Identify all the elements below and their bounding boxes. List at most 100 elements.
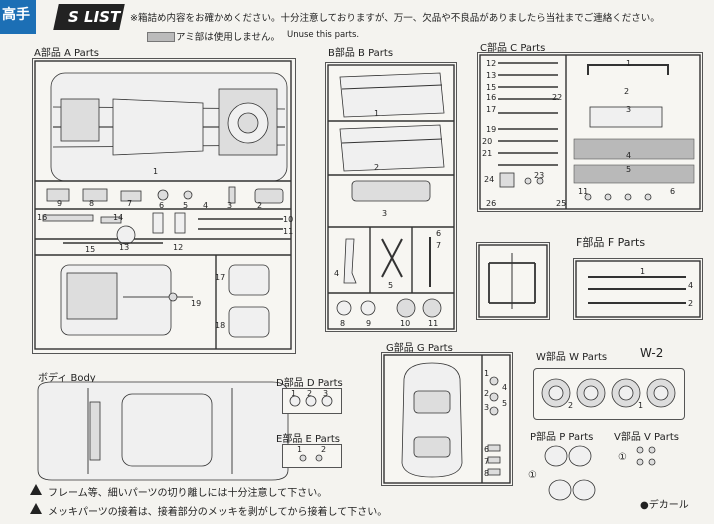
a-num-15: 15 [85, 245, 96, 254]
d-parts-drawing [289, 395, 333, 407]
a-num-5: 5 [183, 201, 189, 210]
a-num-4: 4 [203, 201, 209, 210]
b-num-6: 6 [436, 229, 442, 238]
g-num-1: 1 [484, 369, 490, 378]
c-num-19: 19 [486, 125, 497, 134]
c-num-11: 11 [578, 187, 589, 196]
v-parts-title: V部品 V Parts [614, 432, 679, 443]
notice-line-2-en: Unuse this parts. [287, 30, 360, 40]
c-parts-drawing [479, 54, 701, 210]
warning-line-2: メッキパーツの接着は、接着部分のメッキを剥がしてから接着して下さい。 [48, 507, 388, 518]
b-num-9: 9 [366, 319, 372, 328]
b-num-3: 3 [382, 209, 388, 218]
g-num-8: 8 [484, 469, 490, 478]
p-parts-title: P部品 P Parts [530, 432, 594, 443]
c-num-3: 3 [626, 105, 632, 114]
b-num-10: 10 [400, 319, 411, 328]
a-num-8: 8 [89, 199, 95, 208]
c-num-1: 1 [626, 59, 632, 68]
a-num-10: 10 [283, 215, 294, 224]
e-parts-title: E部品 E Parts [276, 434, 340, 445]
d-parts-title: D部品 D Parts [276, 378, 343, 389]
a-num-14: 14 [113, 213, 124, 222]
v-parts-drawing [632, 444, 668, 468]
a-num-18: 18 [215, 321, 226, 330]
g-num-3: 3 [484, 403, 490, 412]
body-drawing [32, 380, 294, 482]
b-num-1: 1 [374, 109, 380, 118]
c-num-20: 20 [482, 137, 493, 146]
f-num-1: 1 [640, 267, 646, 276]
c-num-26: 26 [486, 199, 497, 208]
a-parts-title: A部品 A Parts [34, 48, 99, 59]
c-num-21: 21 [482, 149, 493, 158]
g-parts-title: G部品 G Parts [386, 343, 453, 354]
a-num-13: 13 [119, 243, 130, 252]
b-parts-title: B部品 B Parts [328, 48, 394, 59]
decal-label: ●デカール [640, 500, 689, 511]
b-num-8: 8 [340, 319, 346, 328]
b-parts-drawing [327, 64, 455, 330]
g-parts-sprue: 1 2 3 4 5 6 7 8 [381, 352, 513, 486]
v-num-1: ① [618, 452, 627, 463]
c-num-13: 13 [486, 71, 497, 80]
d-num-1: 1 [291, 389, 297, 398]
warning-icon [30, 484, 42, 495]
a-num-17: 17 [215, 273, 226, 282]
a-parts-sprue: 1 9 8 7 6 5 4 3 2 16 14 10 11 13 15 12 1… [32, 58, 296, 354]
e-num-2: 2 [321, 445, 327, 454]
unused-swatch [147, 32, 175, 42]
g-small-sprue [476, 242, 550, 320]
notice-line-2-jp: アミ部は使用しません。 [176, 32, 281, 43]
b-num-4: 4 [334, 269, 340, 278]
c-parts-sprue: 12 13 15 1 6 22 17 19 20 21 24 23 26 25 1… [477, 52, 703, 212]
notice-line-1: ※箱詰め内容をお確かめください。十分注意しておりますが、万一、欠品や不良品があり… [130, 13, 660, 24]
f-parts-title: F部品 F Parts [576, 236, 646, 249]
e-num-1: 1 [297, 445, 303, 454]
warning-line-1: フレーム等、細いパーツの切り離しには十分注意して下さい。 [48, 488, 328, 499]
g-parts-drawing [383, 354, 511, 484]
c-num-17: 17 [486, 105, 497, 114]
w-num-2: 2 [568, 401, 574, 410]
c-num-15: 15 [486, 83, 497, 92]
a-num-19: 19 [191, 299, 202, 308]
a-num-12: 12 [173, 243, 184, 252]
a-num-9: 9 [57, 199, 63, 208]
a-num-6: 6 [159, 201, 165, 210]
c-num-24: 24 [484, 175, 495, 184]
warning-icon [30, 503, 42, 514]
b-parts-sprue: 1 2 3 4 5 6 7 8 9 10 11 [325, 62, 457, 332]
f-num-4: 4 [688, 281, 694, 290]
c-num-4: 4 [626, 151, 632, 160]
w-parts-sprue: 2 1 [533, 368, 685, 420]
a-num-3: 3 [227, 201, 233, 210]
c-num-25: 25 [556, 199, 567, 208]
g-num-7: 7 [484, 457, 490, 466]
c-num-23: 23 [534, 171, 545, 180]
e-parts-sprue: 1 2 [282, 444, 342, 468]
b-num-2: 2 [374, 163, 380, 172]
w-parts-drawing [541, 378, 676, 408]
parts-list-title: S LIST [68, 8, 121, 26]
logo-text: 高手 [2, 7, 30, 23]
c-num-6: 6 [670, 187, 676, 196]
d-num-2: 2 [307, 389, 313, 398]
g-num-2: 2 [484, 389, 490, 398]
e-parts-drawing [299, 454, 323, 462]
g-num-4: 4 [502, 383, 508, 392]
a-num-1: 1 [153, 167, 159, 176]
c-num-12: 12 [486, 59, 497, 68]
f-parts-sprue: 1 4 2 [573, 258, 703, 320]
logo [0, 0, 36, 34]
p-parts-tires [540, 442, 604, 508]
f-parts-drawing [575, 260, 701, 318]
a-num-16: 16 [37, 213, 48, 222]
d-num-3: 3 [323, 389, 329, 398]
p-num-1: ① [528, 470, 537, 481]
a-parts-drawing [34, 60, 292, 350]
c-num-22: 22 [552, 93, 563, 102]
g-small-drawing [478, 244, 548, 318]
f-num-2: 2 [688, 299, 694, 308]
a-num-7: 7 [127, 199, 133, 208]
b-num-11: 11 [428, 319, 439, 328]
